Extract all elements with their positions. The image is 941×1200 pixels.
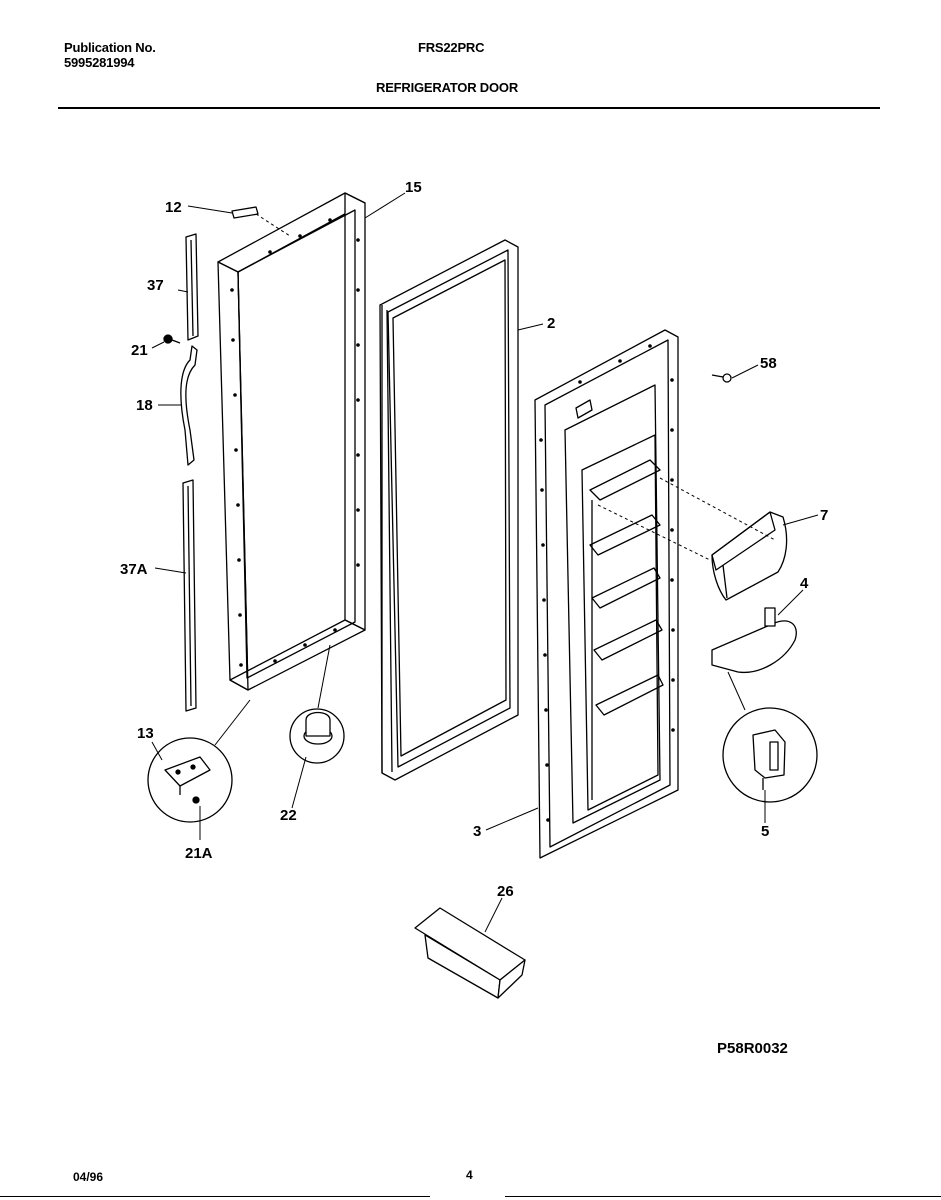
publication-label: Publication No. bbox=[64, 40, 156, 55]
footer-rule-right bbox=[505, 1196, 941, 1197]
callout-21A: 21A bbox=[185, 845, 213, 862]
part-2-gasket bbox=[379, 239, 519, 781]
part-13-detail-circle bbox=[147, 737, 233, 823]
model-number: FRS22PRC bbox=[418, 40, 485, 55]
callout-4: 4 bbox=[800, 575, 809, 592]
callout-12: 12 bbox=[165, 199, 182, 216]
footer-date: 04/96 bbox=[73, 1170, 104, 1184]
callout-2: 2 bbox=[547, 315, 555, 332]
part-5-detail-circle bbox=[722, 707, 818, 803]
leader-lines bbox=[151, 192, 819, 933]
callout-13: 13 bbox=[137, 725, 154, 742]
section-title: REFRIGERATOR DOOR bbox=[376, 80, 519, 95]
callout-labels: 12 15 37 21 18 37A 2 58 7 4 13 22 21A 3 … bbox=[120, 179, 828, 900]
callout-3: 3 bbox=[473, 823, 481, 840]
part-21-screw bbox=[163, 334, 181, 344]
part-12-clip bbox=[231, 206, 259, 219]
footer-page-number: 4 bbox=[466, 1168, 473, 1182]
part-18-hinge-strap bbox=[180, 345, 198, 466]
header-rule bbox=[58, 107, 880, 109]
callout-58: 58 bbox=[760, 355, 777, 372]
part-37A-trim-strip bbox=[182, 479, 197, 712]
part-58-screw bbox=[711, 373, 732, 383]
part-22-detail-circle bbox=[289, 708, 345, 764]
part-4-door-bin bbox=[711, 607, 797, 674]
callout-37: 37 bbox=[147, 277, 164, 294]
part-37-trim-strip bbox=[185, 233, 199, 341]
part-26-tray bbox=[414, 907, 526, 999]
footer-rule-left bbox=[0, 1196, 430, 1197]
part-15-door-frame bbox=[217, 192, 366, 691]
callout-15: 15 bbox=[405, 179, 422, 196]
callout-22: 22 bbox=[280, 807, 297, 824]
part-21A-screw bbox=[192, 796, 200, 804]
part-7-bin-cover bbox=[711, 511, 788, 601]
callout-5: 5 bbox=[761, 823, 769, 840]
part-3-door-liner bbox=[534, 329, 679, 859]
diagram-code: P58R0032 bbox=[717, 1040, 788, 1057]
callout-37A: 37A bbox=[120, 561, 148, 578]
callout-21: 21 bbox=[131, 342, 148, 359]
callout-26: 26 bbox=[497, 883, 514, 900]
callout-7: 7 bbox=[820, 507, 828, 524]
callout-18: 18 bbox=[136, 397, 153, 414]
publication-number: 5995281994 bbox=[64, 55, 135, 70]
